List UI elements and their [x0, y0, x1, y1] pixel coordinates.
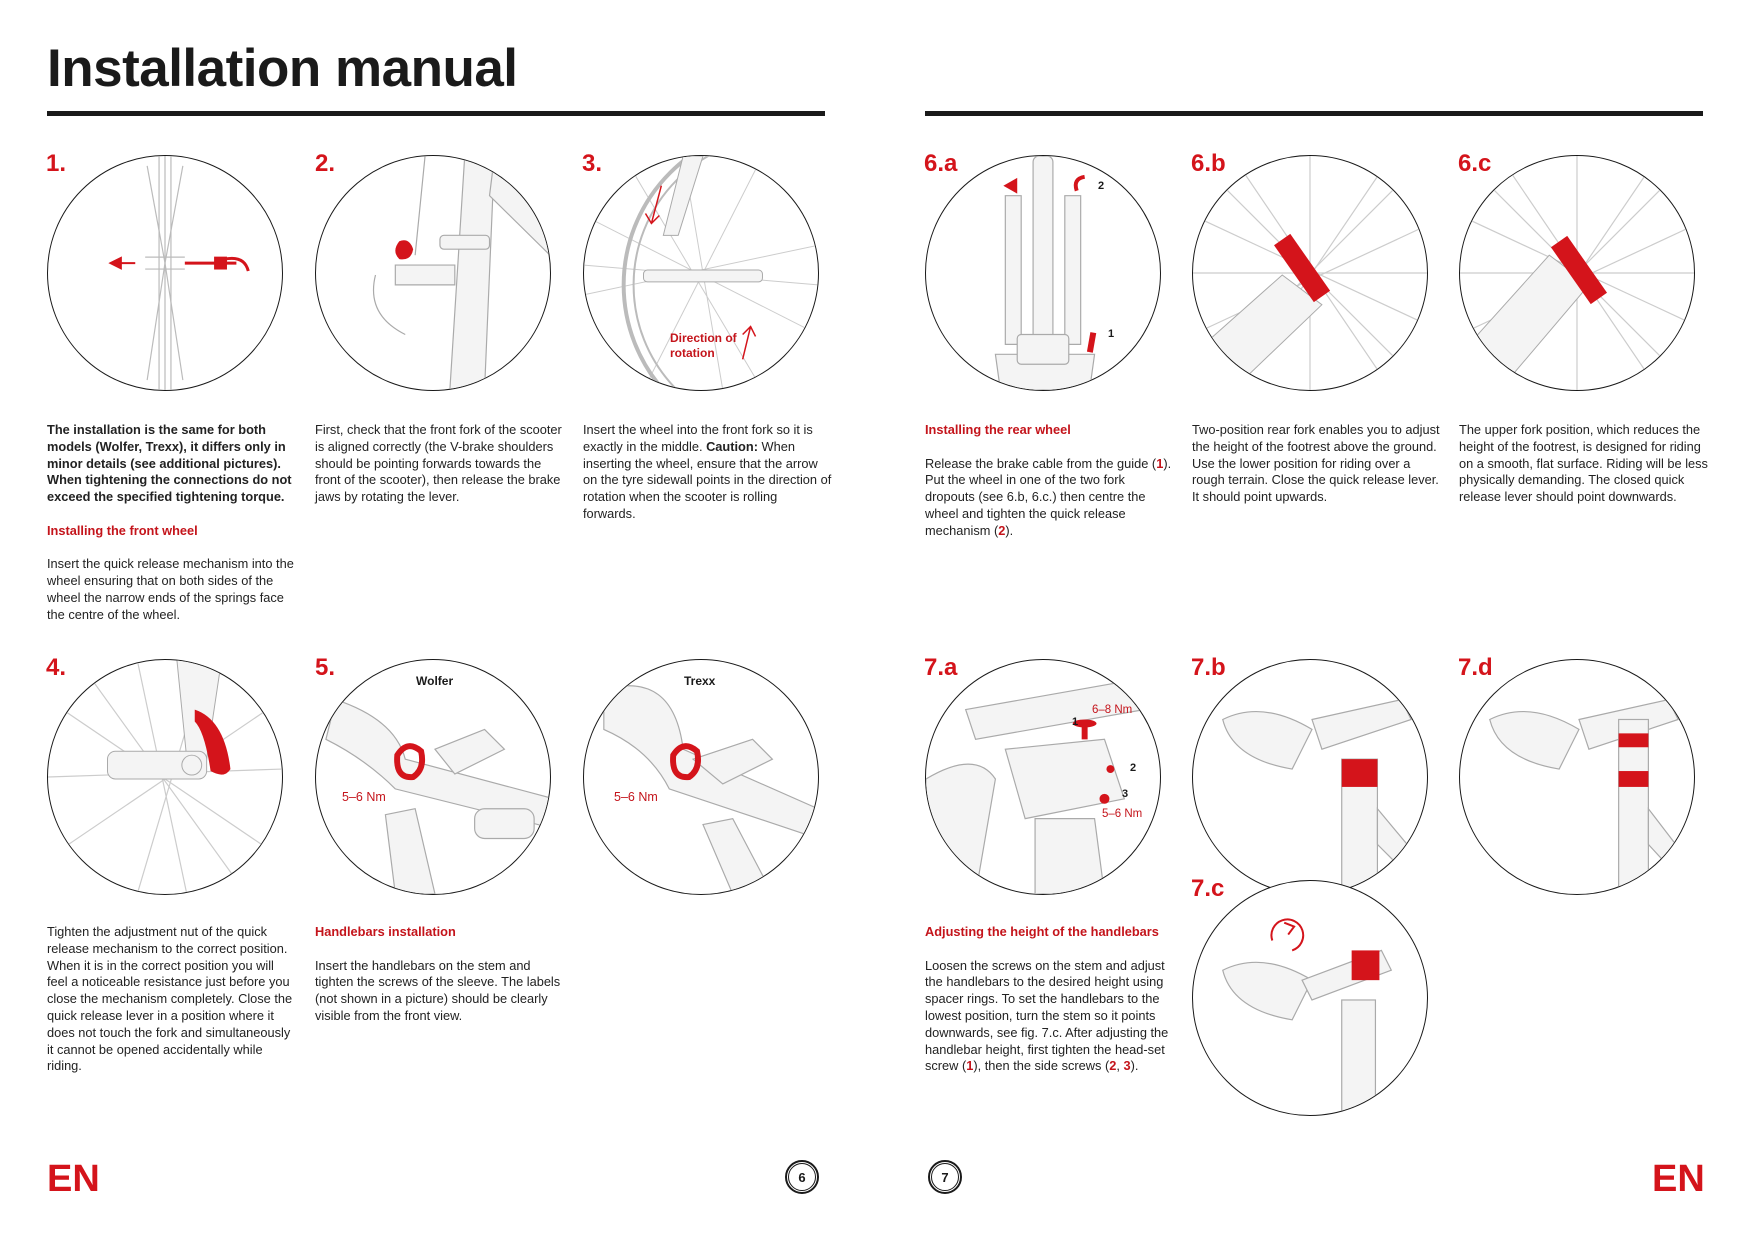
page-number-left: 6: [785, 1160, 819, 1194]
rear-marker-1: 1: [1156, 455, 1164, 471]
wolfer-handlebar-clamp-illustration: [325, 698, 550, 894]
step-number-4: 4.: [46, 654, 67, 681]
step-number-7b: 7.b: [1191, 654, 1226, 681]
rear-marker-2: 2: [998, 522, 1006, 538]
text-step-4: Tighten the adjustment nut of the quick …: [47, 924, 297, 1092]
caution-label: Caution:: [706, 438, 758, 454]
handlebars-heading: Handlebars installation: [315, 924, 456, 939]
step-6c-text: The upper fork position, which reduces t…: [1459, 422, 1708, 505]
step-number-2: 2.: [315, 150, 336, 177]
language-code-left: EN: [47, 1158, 100, 1200]
trexx-torque-label: 5–6 Nm: [614, 790, 658, 804]
illustration-step-6c: [1459, 155, 1695, 391]
handlebars-text: Insert the handlebars on the stem and ti…: [315, 957, 561, 1023]
page-title: Installation manual: [47, 39, 518, 98]
illustration-step-5-wolfer: Wolfer 5–6 Nm: [315, 659, 551, 895]
quick-release-lever-illustration: [48, 660, 282, 894]
stem-torque-top: 6–8 Nm: [1092, 704, 1133, 716]
height-heading: Adjusting the height of the handlebars: [925, 924, 1159, 939]
illustration-step-7a: 6–8 Nm 1 2 3 5–6 Nm: [925, 659, 1161, 895]
header-rule-left: [47, 111, 825, 116]
wolfer-torque-label: 5–6 Nm: [342, 790, 386, 804]
illustration-step-3: Direction of rotation: [583, 155, 819, 391]
marker-2: 2: [1098, 180, 1105, 192]
page-number-left-value: 6: [788, 1163, 816, 1191]
height-marker-2: 2: [1109, 1058, 1117, 1074]
step-3-text-b: When inserting the wheel, ensure that th…: [583, 438, 832, 521]
stem-torque-side: 5–6 Nm: [1102, 808, 1143, 820]
trexx-handlebar-clamp-illustration: [603, 685, 818, 894]
step-number-6b: 6.b: [1191, 150, 1226, 177]
step-number-7d: 7.d: [1458, 654, 1493, 681]
text-step-5: Handlebars installation Insert the handl…: [315, 924, 565, 1042]
page-number-right: 7: [928, 1160, 962, 1194]
text-step-6b: Two-position rear fork enables you to ad…: [1192, 422, 1442, 523]
stem-turned-downwards-illustration: [1222, 918, 1393, 1115]
front-wheel-heading: Installing the front wheel: [47, 522, 198, 538]
step-number-6a: 6.a: [924, 150, 958, 177]
wolfer-label: Wolfer: [416, 674, 454, 688]
illustration-step-7c: [1192, 880, 1428, 1116]
illustration-step-6a: 2 1: [925, 155, 1161, 391]
dropout-upper-position-illustration: [1460, 156, 1694, 390]
height-separator: ,: [1116, 1058, 1124, 1074]
illustration-step-6b: [1192, 155, 1428, 391]
wheel-hub-quick-release-illustration: [108, 156, 250, 390]
illustration-step-1: [47, 155, 283, 391]
language-code-right: EN: [1652, 1158, 1705, 1200]
step-number-5: 5.: [315, 654, 336, 681]
step-number-7a: 7.a: [924, 654, 958, 681]
front-wheel-text: Insert the quick release mechanism into …: [47, 556, 294, 622]
stem-screws-illustration: [926, 679, 1145, 894]
header-rule-right: [925, 111, 1703, 116]
height-text-c: ).: [1130, 1058, 1139, 1074]
text-step-3: Insert the wheel into the front fork so …: [583, 422, 833, 540]
step-number-3: 3.: [582, 150, 603, 177]
illustration-step-4: [47, 659, 283, 895]
marker-1: 1: [1108, 328, 1115, 340]
rear-text-a: Release the brake cable from the guide (: [925, 455, 1157, 471]
intro-text: The installation is the same for both mo…: [47, 422, 292, 505]
illustration-step-5-trexx: Trexx 5–6 Nm: [583, 659, 819, 895]
height-text-a: Loosen the screws on the stem and adjust…: [925, 957, 1169, 1074]
stem-marker-3: 3: [1122, 788, 1129, 800]
rear-text-c: ).: [1005, 522, 1014, 538]
direction-of-rotation-label: Direction of rotation: [670, 331, 737, 360]
step-2-text: First, check that the front fork of the …: [315, 422, 562, 505]
v-brake-illustration: [372, 156, 550, 390]
height-marker-1: 1: [966, 1058, 974, 1074]
handlebar-high-position-illustration: [1222, 698, 1427, 894]
rear-fork-illustration: [994, 156, 1097, 390]
step-number-6c: 6.c: [1458, 150, 1492, 177]
height-marker-3: 3: [1123, 1058, 1131, 1074]
step-4-text: Tighten the adjustment nut of the quick …: [47, 924, 293, 1074]
step-number-1: 1.: [46, 150, 67, 177]
trexx-label: Trexx: [684, 674, 716, 688]
rear-wheel-heading: Installing the rear wheel: [925, 422, 1071, 437]
illustration-step-7b: [1192, 659, 1428, 895]
height-text-b: ), then the side screws (: [973, 1058, 1110, 1074]
text-step-1: The installation is the same for both mo…: [47, 422, 297, 640]
text-step-7a: Adjusting the height of the handlebars L…: [925, 924, 1175, 1092]
text-step-6c: The upper fork position, which reduces t…: [1459, 422, 1709, 523]
text-step-6a: Installing the rear wheel Release the br…: [925, 422, 1175, 556]
page-number-right-value: 7: [931, 1163, 959, 1191]
stem-marker-1: 1: [1072, 716, 1079, 728]
handlebar-spacer-rings-illustration: [1489, 698, 1694, 894]
step-6b-text: Two-position rear fork enables you to ad…: [1192, 422, 1440, 505]
wheel-in-fork-illustration: [584, 156, 818, 390]
dropout-lower-position-illustration: [1193, 156, 1427, 390]
illustration-step-7d: [1459, 659, 1695, 895]
stem-marker-2: 2: [1130, 762, 1137, 774]
rear-text-b: ). Put the wheel in one of the two fork …: [925, 455, 1172, 538]
step-number-7c: 7.c: [1191, 875, 1225, 902]
step-3-text-a: Insert the wheel into the front fork so …: [583, 422, 813, 454]
illustration-step-2: [315, 155, 551, 391]
text-step-2: First, check that the front fork of the …: [315, 422, 565, 523]
